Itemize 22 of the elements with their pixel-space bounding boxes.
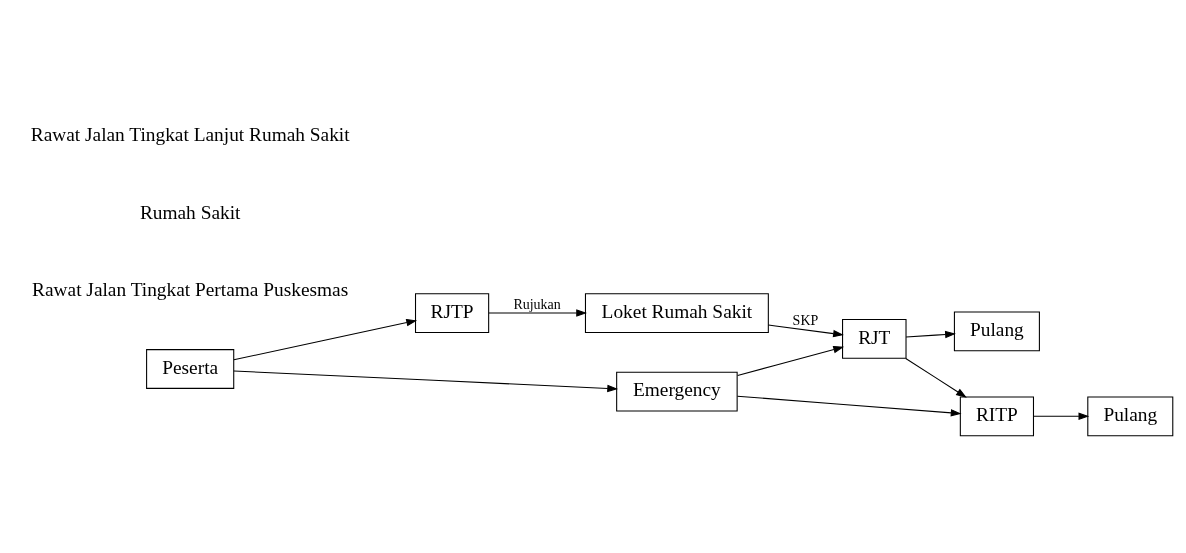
label: Rumah Sakit — [139, 201, 241, 223]
arrow — [905, 357, 967, 398]
arrow — [736, 395, 962, 417]
node-box: RJTP — [414, 293, 490, 333]
arrow — [905, 330, 956, 339]
label: Rawat Jalan Tingkat Pertama Puskesmas — [32, 279, 349, 301]
label: Rawat Jalan Tingkat Lanjut Rumah Sakit — [30, 124, 350, 146]
arrow — [233, 370, 619, 393]
edge-label: Rujukan — [513, 297, 561, 313]
edge-label: SKP — [792, 313, 819, 329]
node-box: Pulang — [953, 311, 1040, 352]
arrow — [1032, 412, 1090, 421]
node-box: Emergency — [616, 371, 738, 412]
arrow — [737, 345, 845, 377]
node-box: RJT — [842, 319, 907, 359]
arrow — [767, 324, 844, 338]
arrow — [488, 309, 587, 317]
node-box: Peserta — [146, 349, 235, 389]
arrow — [233, 318, 418, 361]
node-box: Loket Rumah Sakit — [584, 293, 769, 333]
node-box: Pulang — [1087, 396, 1174, 437]
node-box: RITP — [959, 396, 1034, 437]
